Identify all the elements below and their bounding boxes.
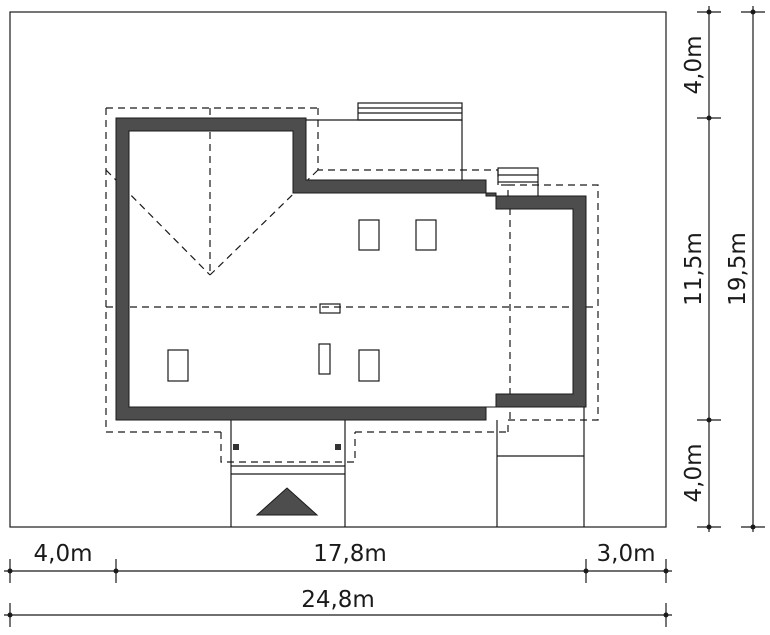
roof-window [358, 349, 380, 382]
roof-window [415, 219, 437, 251]
dim-bottom-setback: 4,0m [681, 444, 707, 503]
roof-window [167, 349, 189, 382]
dim-right-setback: 3,0m [597, 541, 656, 567]
roof-window [358, 219, 380, 251]
ridge-vent [319, 303, 341, 314]
roof-windows [167, 219, 437, 382]
entrance-path [230, 420, 346, 527]
entrance-arrow-icon [255, 487, 319, 516]
chimney-right [497, 167, 539, 196]
building-walls [115, 117, 587, 421]
chimney-top [306, 102, 463, 180]
roof-window-narrow [318, 343, 331, 375]
entrance-canopy [220, 432, 356, 463]
dim-total-width: 24,8m [301, 587, 375, 613]
dim-left-setback: 4,0m [34, 541, 93, 567]
dim-building-depth: 11,5m [681, 232, 707, 306]
dim-building-width: 17,8m [313, 541, 387, 567]
bottom-dimensions [4, 559, 672, 627]
dim-total-depth: 19,5m [725, 232, 751, 306]
side-path [496, 407, 585, 527]
roof-outline [105, 107, 599, 433]
right-dimensions [697, 6, 765, 532]
post-marker [233, 444, 239, 450]
dim-top-setback: 4,0m [681, 36, 707, 95]
post-marker [335, 444, 341, 450]
plot-boundary [9, 11, 667, 528]
